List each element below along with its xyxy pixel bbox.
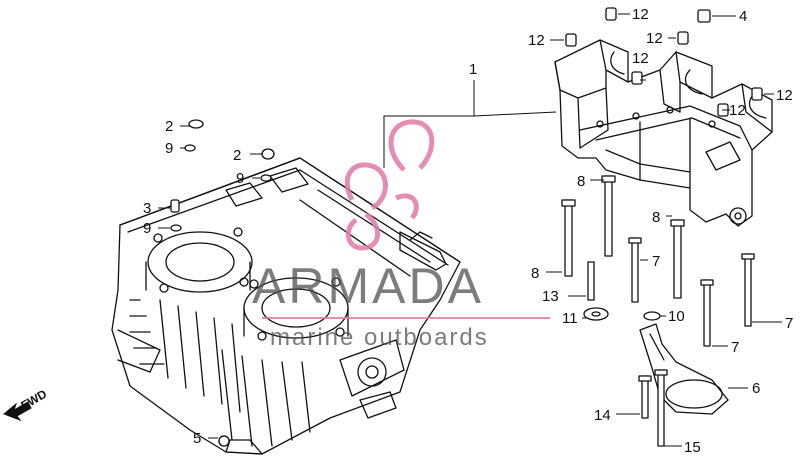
fwd-arrow-icon bbox=[3, 401, 32, 422]
callout-3: 3 bbox=[143, 200, 151, 217]
callout-9b: 9 bbox=[236, 170, 244, 187]
callout-9c: 9 bbox=[143, 220, 151, 237]
watermark-tagline: marine outboards bbox=[270, 324, 489, 351]
callout-12f: 12 bbox=[776, 87, 793, 104]
watermark-rule bbox=[262, 317, 550, 319]
callout-12a: 12 bbox=[528, 32, 545, 49]
callout-12d: 12 bbox=[632, 50, 649, 67]
leader-lines bbox=[158, 13, 782, 447]
watermark: ARMADA marine outboards bbox=[252, 119, 550, 351]
callout-1: 1 bbox=[469, 61, 477, 78]
callout-9a: 9 bbox=[165, 140, 173, 157]
crankcase bbox=[111, 157, 461, 455]
callout-6: 6 bbox=[752, 380, 760, 397]
armada-logo-icon bbox=[344, 119, 435, 251]
fasteners bbox=[170, 7, 763, 447]
fwd-label: FWD bbox=[19, 387, 50, 413]
callout-8a: 8 bbox=[577, 173, 585, 190]
callout-4: 4 bbox=[739, 8, 747, 25]
callout-7b: 7 bbox=[785, 315, 793, 332]
callout-11: 11 bbox=[562, 310, 578, 327]
callout-14: 14 bbox=[594, 407, 611, 424]
callout-12c: 12 bbox=[646, 30, 663, 47]
callout-7c: 7 bbox=[731, 339, 739, 356]
callout-10: 10 bbox=[668, 308, 685, 325]
callout-12e: 12 bbox=[729, 102, 746, 119]
callout-7a: 7 bbox=[652, 253, 660, 270]
callout-2b: 2 bbox=[233, 147, 241, 164]
fwd-indicator: FWD bbox=[3, 387, 50, 422]
callout-8b: 8 bbox=[652, 209, 660, 226]
callout-12b: 12 bbox=[632, 6, 649, 23]
callout-15: 15 bbox=[684, 439, 701, 456]
callout-5: 5 bbox=[193, 430, 201, 447]
watermark-brand: ARMADA bbox=[252, 258, 484, 314]
callout-13: 13 bbox=[542, 288, 559, 305]
callout-2a: 2 bbox=[165, 118, 173, 135]
bearing-holder bbox=[554, 39, 773, 227]
callout-8c: 8 bbox=[531, 265, 539, 282]
callout-labels: 1 2 2 3 4 5 6 7 7 7 7 8 8 8 9 9 9 10 11 … bbox=[143, 6, 793, 456]
